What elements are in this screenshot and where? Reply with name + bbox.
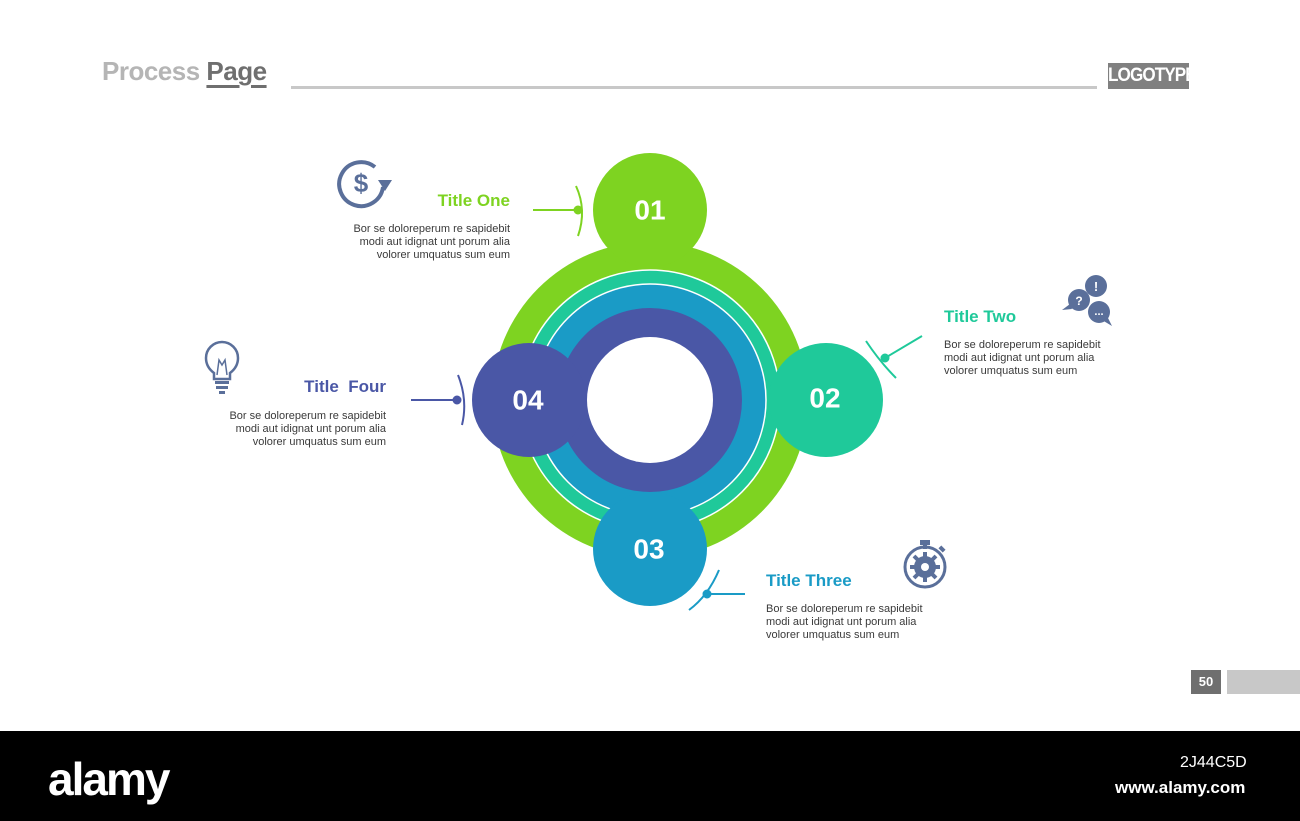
step-03-description: Bor se doloreperum re sapidebit modi aut… — [766, 603, 923, 641]
step-01-title: Title One — [437, 191, 510, 210]
svg-text:?: ? — [1075, 294, 1082, 308]
stopwatch-gear-icon — [903, 540, 947, 589]
page-title-word-2: Page — [206, 56, 267, 86]
page-title-word-1: Process — [102, 56, 200, 86]
step-02-number: 02 — [809, 382, 840, 413]
step-02-circle — [769, 343, 883, 457]
connector-02 — [865, 335, 923, 379]
lightbulb-icon — [204, 340, 240, 394]
logotype: LOGOTYPE — [1108, 63, 1197, 89]
connector-03 — [688, 569, 745, 611]
watermark-footer — [0, 731, 1300, 821]
dollar-refresh-icon: $ — [337, 160, 392, 209]
footer-brand: alamy — [48, 753, 170, 805]
svg-text:...: ... — [1094, 306, 1103, 318]
step-03-circle — [593, 492, 707, 606]
step-02-title: Title Two — [944, 307, 1017, 326]
footer-image-code: 2J44C5D — [1180, 754, 1247, 771]
page-number-bar — [1227, 670, 1300, 694]
step-04-title: Title Four — [304, 377, 386, 396]
header-divider — [291, 86, 1097, 89]
step-01-number: 01 — [634, 194, 665, 225]
page-title: Process Page — [102, 56, 267, 87]
process-diagram: 01 02 03 04 $ ! ? ... — [204, 153, 1112, 611]
step-01-circle — [593, 153, 707, 267]
step-03-number: 03 — [633, 533, 664, 564]
step-03-title: Title Three — [766, 571, 852, 590]
connector-01 — [533, 185, 583, 237]
step-04-number: 04 — [512, 384, 544, 415]
page-number: 50 — [1191, 670, 1221, 694]
connector-04 — [411, 374, 466, 426]
footer-url: www.alamy.com — [1115, 778, 1246, 797]
step-04-circle — [472, 343, 586, 457]
speech-bubbles-icon: ! ? ... — [1062, 275, 1112, 326]
svg-text:$: $ — [354, 168, 369, 198]
step-02-description: Bor se doloreperum re sapidebit modi aut… — [944, 339, 1101, 377]
svg-text:!: ! — [1094, 279, 1098, 294]
step-01-description: Bor se doloreperum re sapidebit modi aut… — [353, 223, 510, 261]
step-04-description: Bor se doloreperum re sapidebit modi aut… — [229, 410, 386, 448]
ring-center — [587, 337, 713, 463]
